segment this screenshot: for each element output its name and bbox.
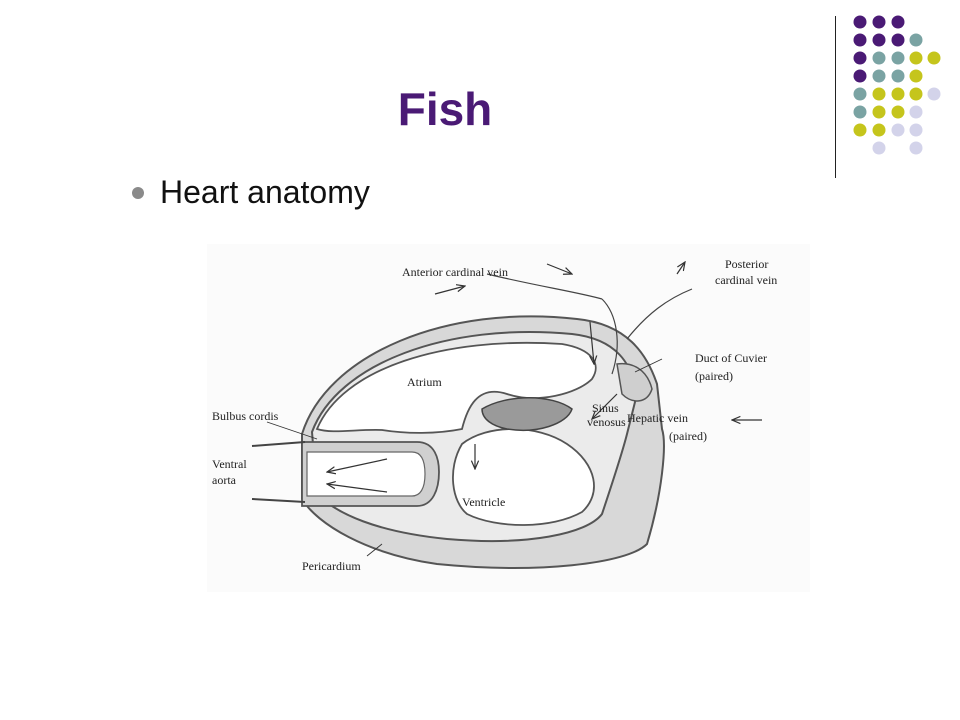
dot-row-2: [853, 33, 923, 47]
bullet-item: Heart anatomy: [132, 174, 370, 211]
ventricle-shape: [452, 428, 595, 526]
decorative-vertical-line: [835, 16, 836, 178]
label-ventricle: Ventricle: [462, 495, 505, 509]
label-sinus: Sinus: [592, 401, 619, 415]
label-posterior: Posterior: [725, 257, 768, 271]
heart-diagram-svg: Anterior cardinal vein Posterior cardina…: [212, 257, 777, 573]
duct-of-cuvier-shape: [616, 362, 653, 402]
dot-row-4: [853, 69, 923, 83]
label-duct-of-cuvier: Duct of Cuvier: [695, 351, 767, 365]
dot-row-7: [853, 123, 923, 137]
bullet-dot-icon: [132, 186, 144, 199]
label-anterior-cardinal-vein: Anterior cardinal vein: [402, 265, 508, 279]
atrium-shape: [315, 341, 597, 434]
dot-row-8: [872, 141, 923, 155]
bullet-text: Heart anatomy: [160, 174, 370, 210]
dot-row-3: [853, 51, 941, 65]
anterior-cardinal-vein-line: [486, 273, 603, 300]
label-cardinal-vein: cardinal vein: [715, 273, 777, 287]
label-bulbus-cordis: Bulbus cordis: [212, 409, 279, 423]
label-aorta: aorta: [212, 473, 237, 487]
fish-heart-diagram: Anterior cardinal vein Posterior cardina…: [207, 244, 810, 592]
ventral-aorta-shape: [251, 441, 306, 503]
label-duct-paired: (paired): [695, 369, 733, 383]
slide-title: Fish: [397, 83, 493, 135]
dot-row-5: [853, 87, 941, 101]
label-atrium: Atrium: [407, 375, 442, 389]
dot-row-6: [853, 105, 923, 119]
posterior-cardinal-vein-line: [626, 288, 693, 340]
sinus-venosus-shape: [481, 397, 573, 431]
dot-row-1: [853, 15, 905, 29]
label-venosus: venosus: [587, 415, 626, 429]
label-ventral: Ventral: [212, 457, 247, 471]
label-pericardium: Pericardium: [302, 559, 361, 573]
label-hepatic-paired: (paired): [669, 429, 707, 443]
label-hepatic-vein: Hepatic vein: [627, 411, 688, 425]
